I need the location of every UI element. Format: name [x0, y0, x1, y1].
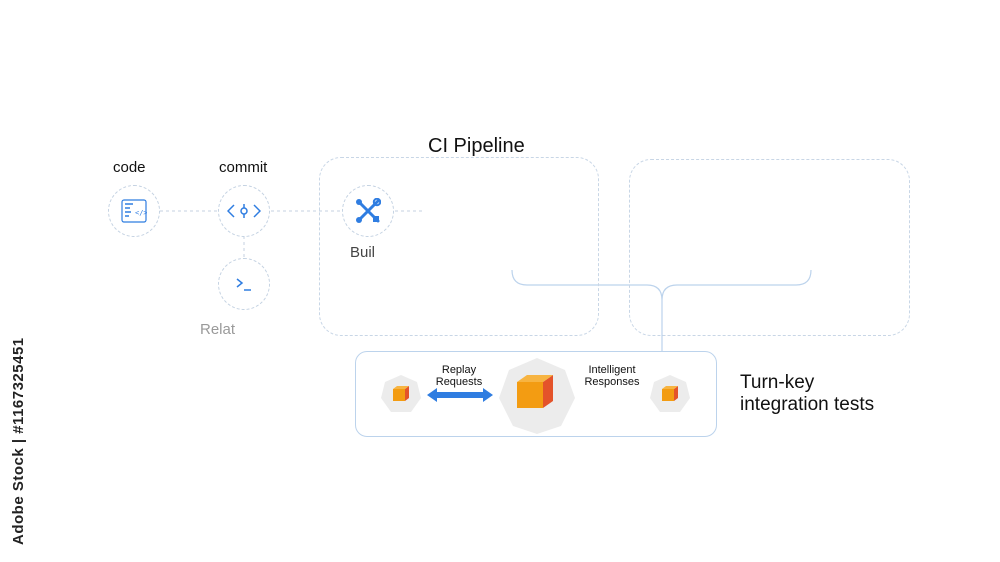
ci-pipeline-box — [319, 157, 599, 336]
build-node[interactable] — [342, 185, 394, 237]
commit-node[interactable] — [218, 185, 270, 237]
ci-pipeline-title: CI Pipeline — [428, 135, 525, 157]
intelligent-responses-label: Intelligent Responses — [584, 364, 640, 388]
turnkey-label: Turn-key integration tests — [740, 372, 875, 415]
commit-label: commit — [219, 159, 268, 176]
adobe-stock-watermark: Adobe Stock | #1167325451 — [10, 337, 27, 545]
code-node[interactable]: </> — [108, 185, 160, 237]
next-stage-box — [629, 159, 910, 336]
related-node[interactable] — [218, 258, 270, 310]
client-cube-icon — [380, 374, 422, 416]
svg-text:</>: </> — [135, 209, 147, 217]
code-editor-icon: </> — [121, 199, 147, 223]
terminal-icon — [236, 278, 251, 291]
service-cube-icon — [649, 374, 691, 416]
related-label: Relat — [200, 321, 236, 338]
code-label: code — [113, 159, 146, 176]
pipeline-bracket — [511, 269, 812, 352]
commit-icon — [227, 204, 261, 218]
build-label: Buil — [350, 244, 376, 261]
replay-requests-label: Replay Requests — [435, 364, 483, 388]
mock-server-cube-icon — [497, 356, 577, 436]
double-arrow-icon — [427, 388, 493, 402]
tools-icon — [356, 198, 381, 223]
